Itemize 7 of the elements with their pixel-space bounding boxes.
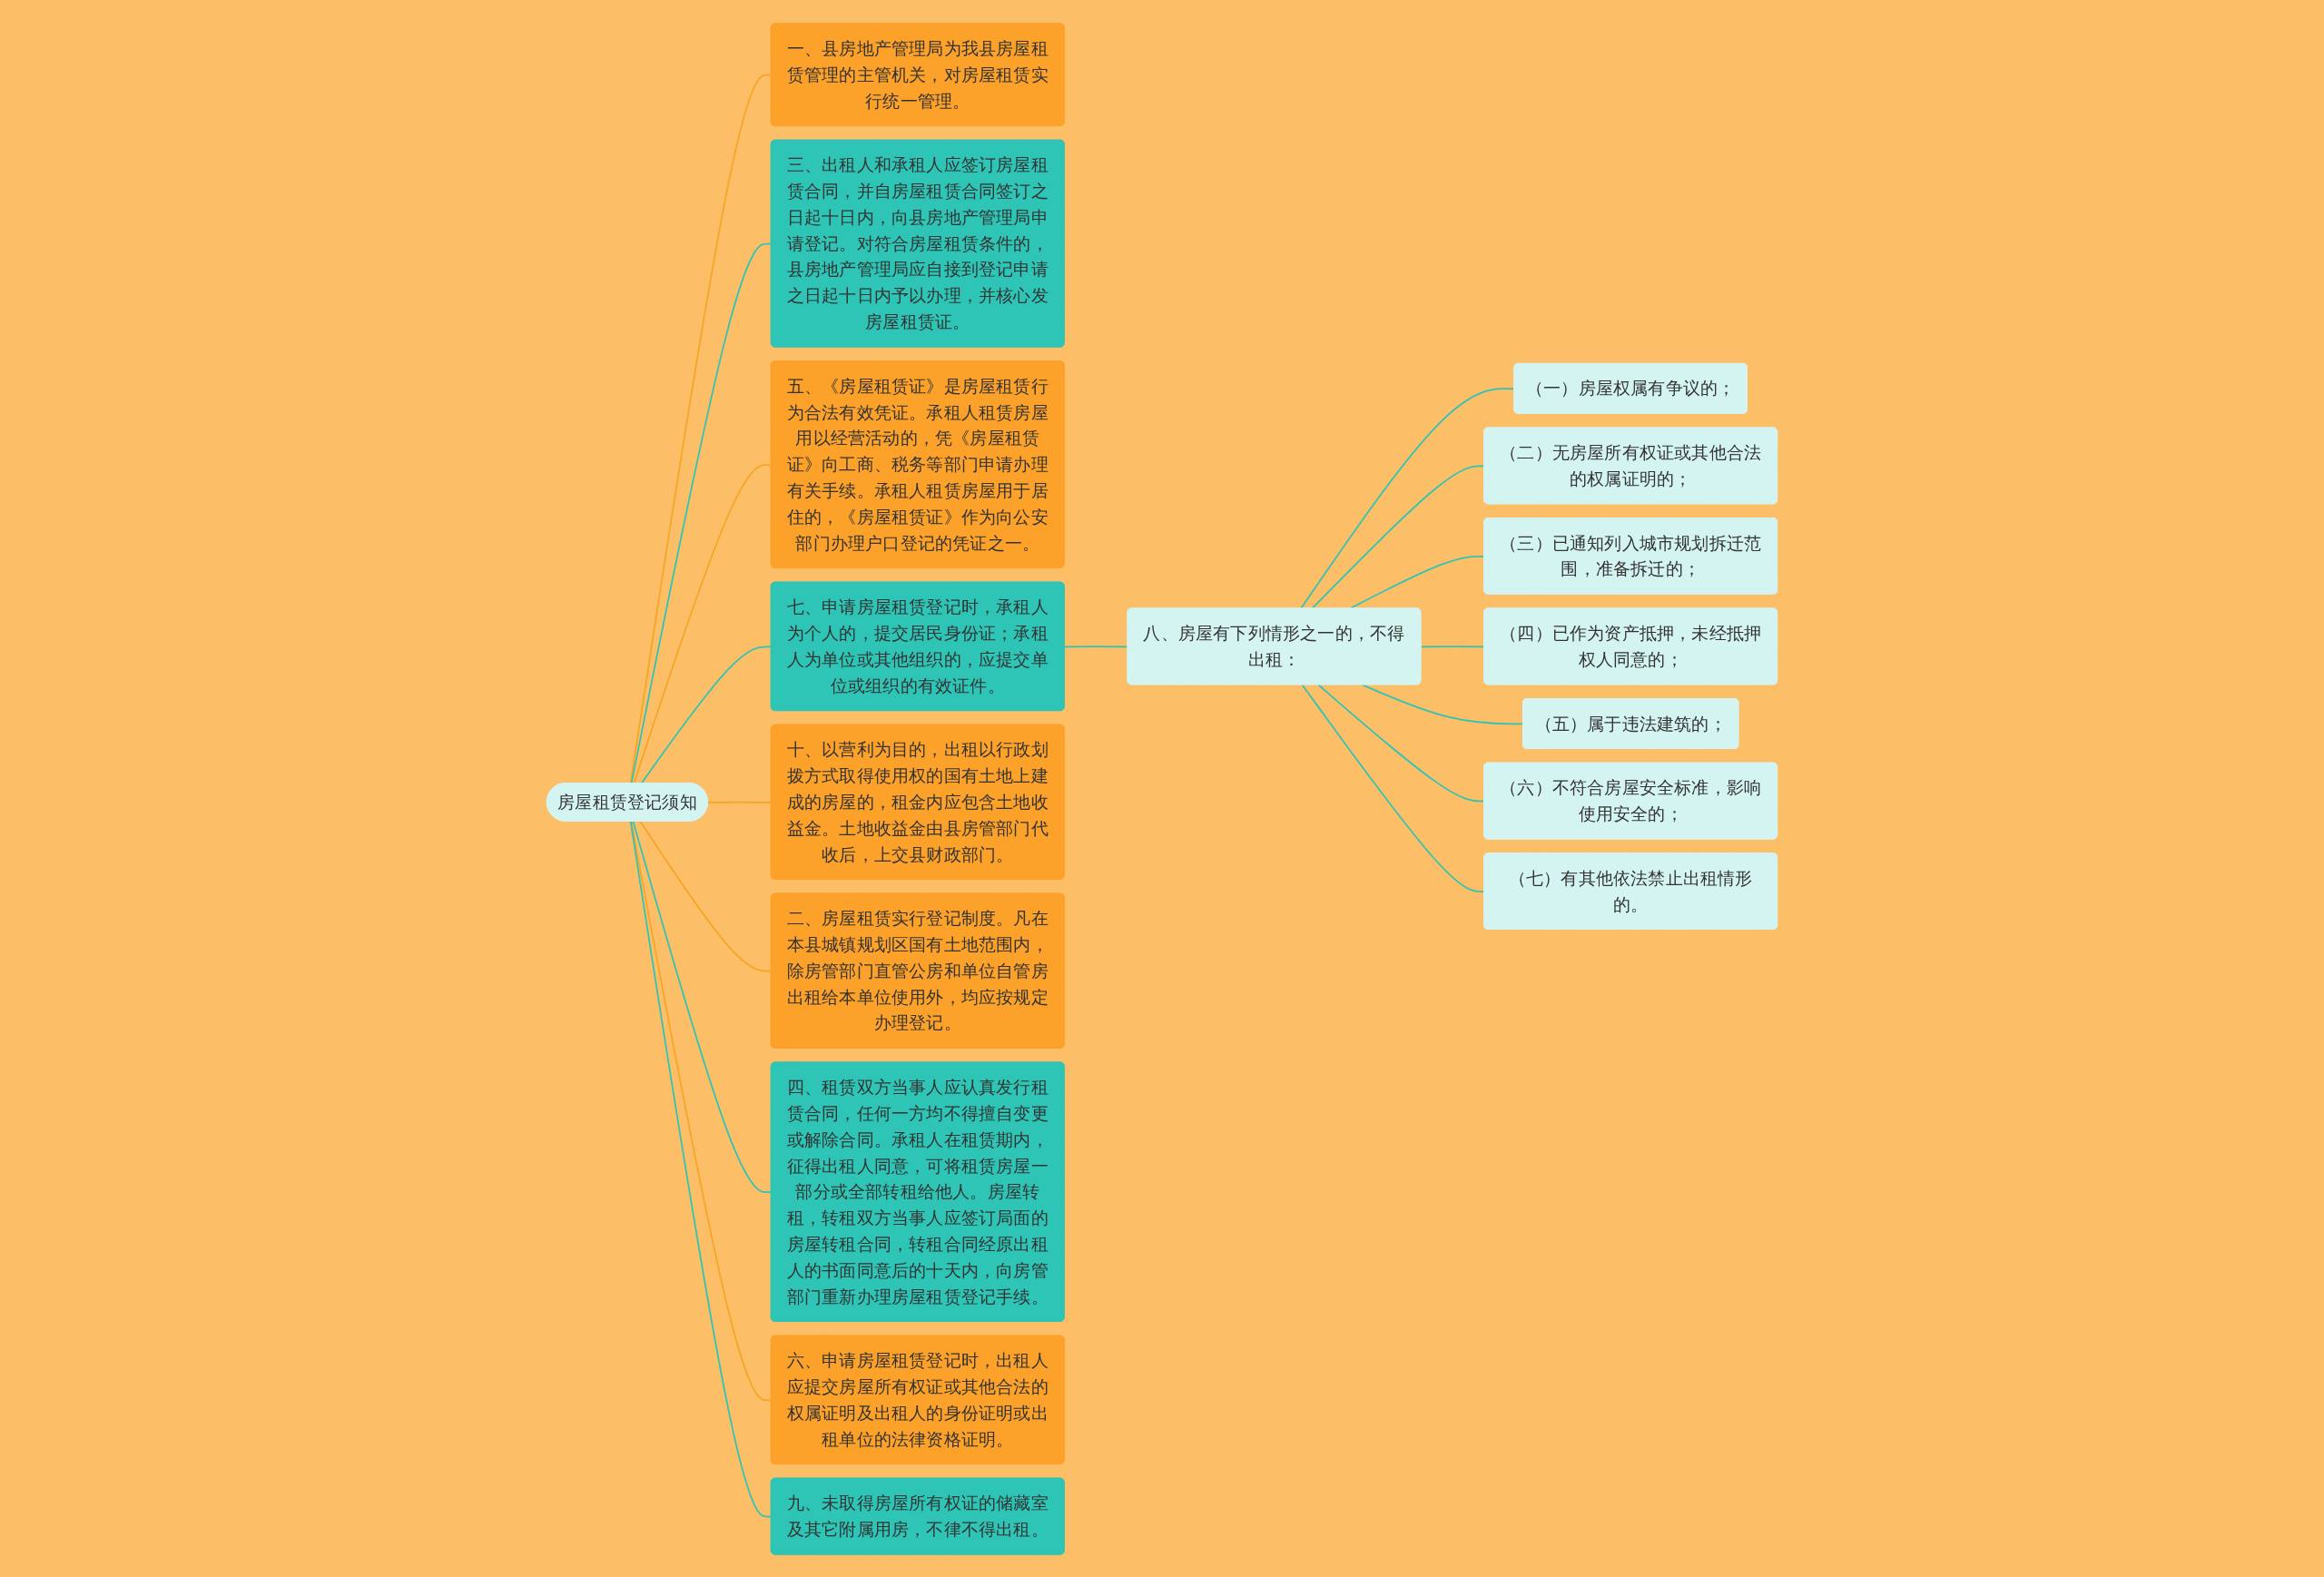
connector [632,820,773,1193]
connector [707,801,773,803]
connector [630,820,773,1401]
connector [1361,683,1524,724]
connector [629,820,773,1517]
connector [1063,645,1129,647]
connector [639,820,773,972]
